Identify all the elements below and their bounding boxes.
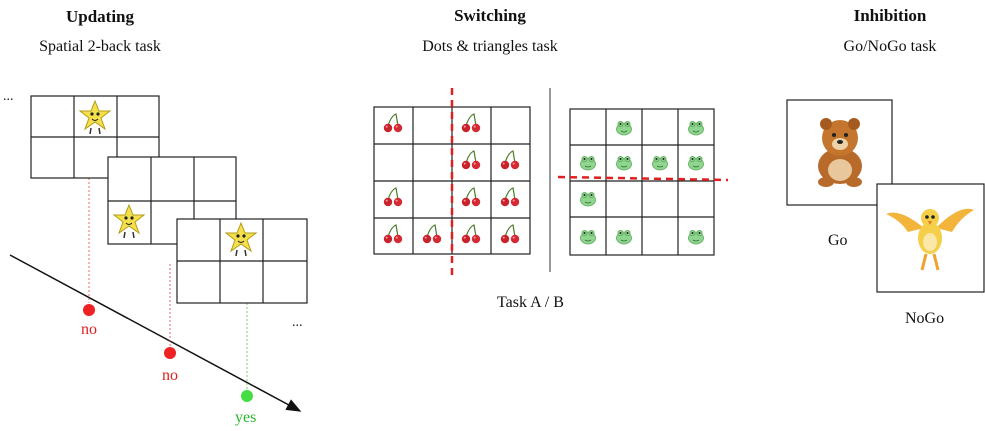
bear-icon (818, 118, 862, 187)
switching-subtitle: Dots & triangles task (422, 38, 558, 55)
response-label-yes: yes (235, 409, 257, 426)
response-label-no-2: no (162, 367, 178, 384)
frog-grid (569, 108, 715, 256)
updating-subtitle: Spatial 2-back task (39, 38, 161, 55)
switching-title: Switching (454, 6, 526, 25)
switching-caption: Task A / B (497, 294, 564, 311)
go-label: Go (828, 232, 848, 249)
timeline-arrow (9, 254, 302, 412)
horizontal-divider-dashed (557, 175, 729, 182)
ellipsis-start: ... (3, 89, 14, 104)
bird-icon (886, 208, 974, 271)
response-dot-no-2 (164, 347, 176, 359)
response-label-no-1: no (81, 321, 97, 338)
updating-title: Updating (65, 7, 135, 26)
inhibition-subtitle: Go/NoGo task (843, 38, 937, 55)
response-dot-yes (241, 390, 253, 402)
response-dot-no-1 (83, 304, 95, 316)
ellipsis-end: ... (292, 315, 303, 330)
nogo-label: NoGo (905, 310, 945, 327)
inhibition-title: Inhibition (853, 6, 927, 25)
